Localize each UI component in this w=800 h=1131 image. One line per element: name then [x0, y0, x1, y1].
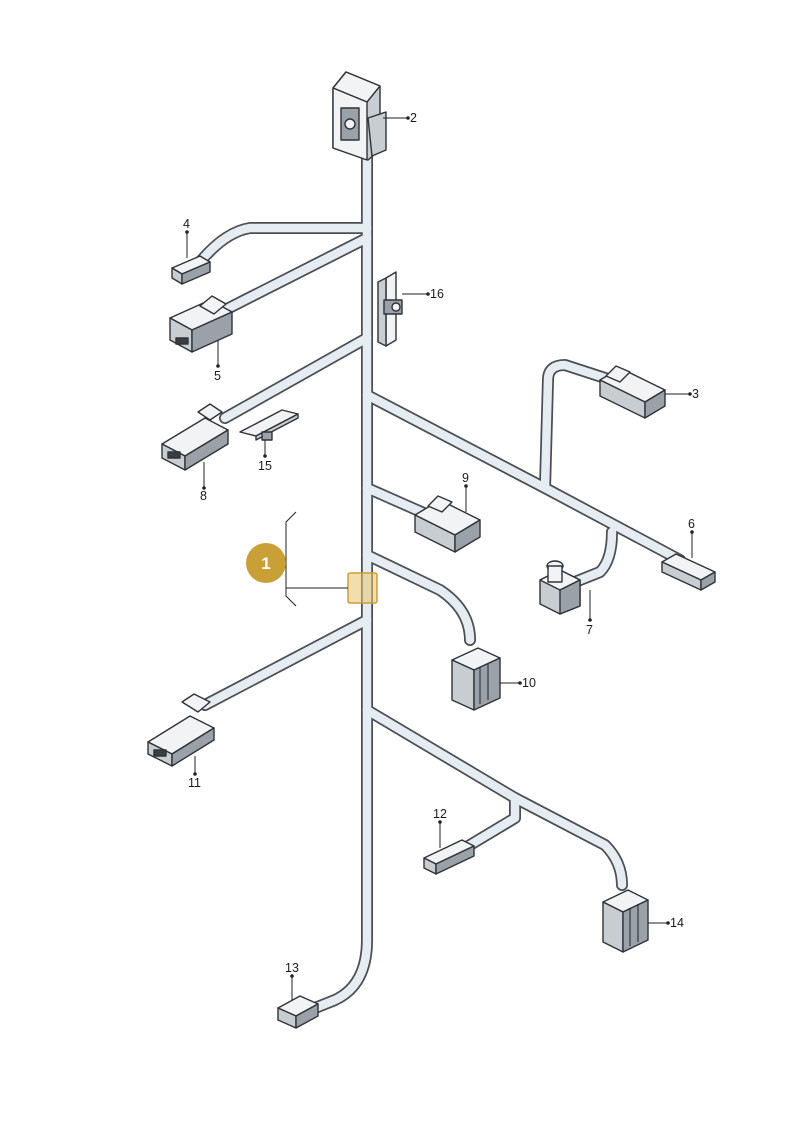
connector-4 [171, 255, 211, 285]
callout-11: 11 [188, 776, 201, 790]
callout-8: 8 [200, 489, 207, 503]
item-badge [246, 543, 286, 583]
callout-16: 16 [430, 287, 444, 301]
callout-13: 13 [285, 961, 299, 975]
connector-13 [277, 995, 319, 1029]
callout-2: 2 [410, 111, 417, 125]
connector-12 [423, 839, 475, 875]
callout-5: 5 [214, 369, 221, 383]
connector-8 [161, 403, 229, 471]
connector-11 [147, 693, 215, 767]
connector-2 [332, 71, 387, 161]
callout-labels: 2 4 5 16 3 8 15 9 6 7 10 11 12 14 13 [183, 111, 699, 975]
callout-4: 4 [183, 217, 190, 231]
callout-9: 9 [462, 471, 469, 485]
callout-6: 6 [688, 517, 695, 531]
connector-5 [169, 295, 233, 353]
connector-9 [414, 495, 481, 553]
connector-3 [599, 365, 666, 419]
callout-15: 15 [258, 459, 272, 473]
callout-10: 10 [522, 676, 536, 690]
component-7 [539, 560, 581, 615]
callout-7: 7 [586, 623, 593, 637]
connector-14 [602, 889, 649, 953]
highlight-box [347, 572, 378, 604]
connector-10 [451, 647, 501, 711]
callout-14: 14 [670, 916, 684, 930]
clip-16 [377, 271, 403, 347]
callout-leaders [185, 116, 694, 1000]
callout-3: 3 [692, 387, 699, 401]
callout-12: 12 [433, 807, 447, 821]
bracket-15 [239, 409, 299, 441]
item-badge-label: 1 [261, 554, 270, 573]
badge-bracket [285, 511, 348, 607]
connector-6 [661, 553, 716, 591]
wire-fills [195, 145, 685, 1017]
